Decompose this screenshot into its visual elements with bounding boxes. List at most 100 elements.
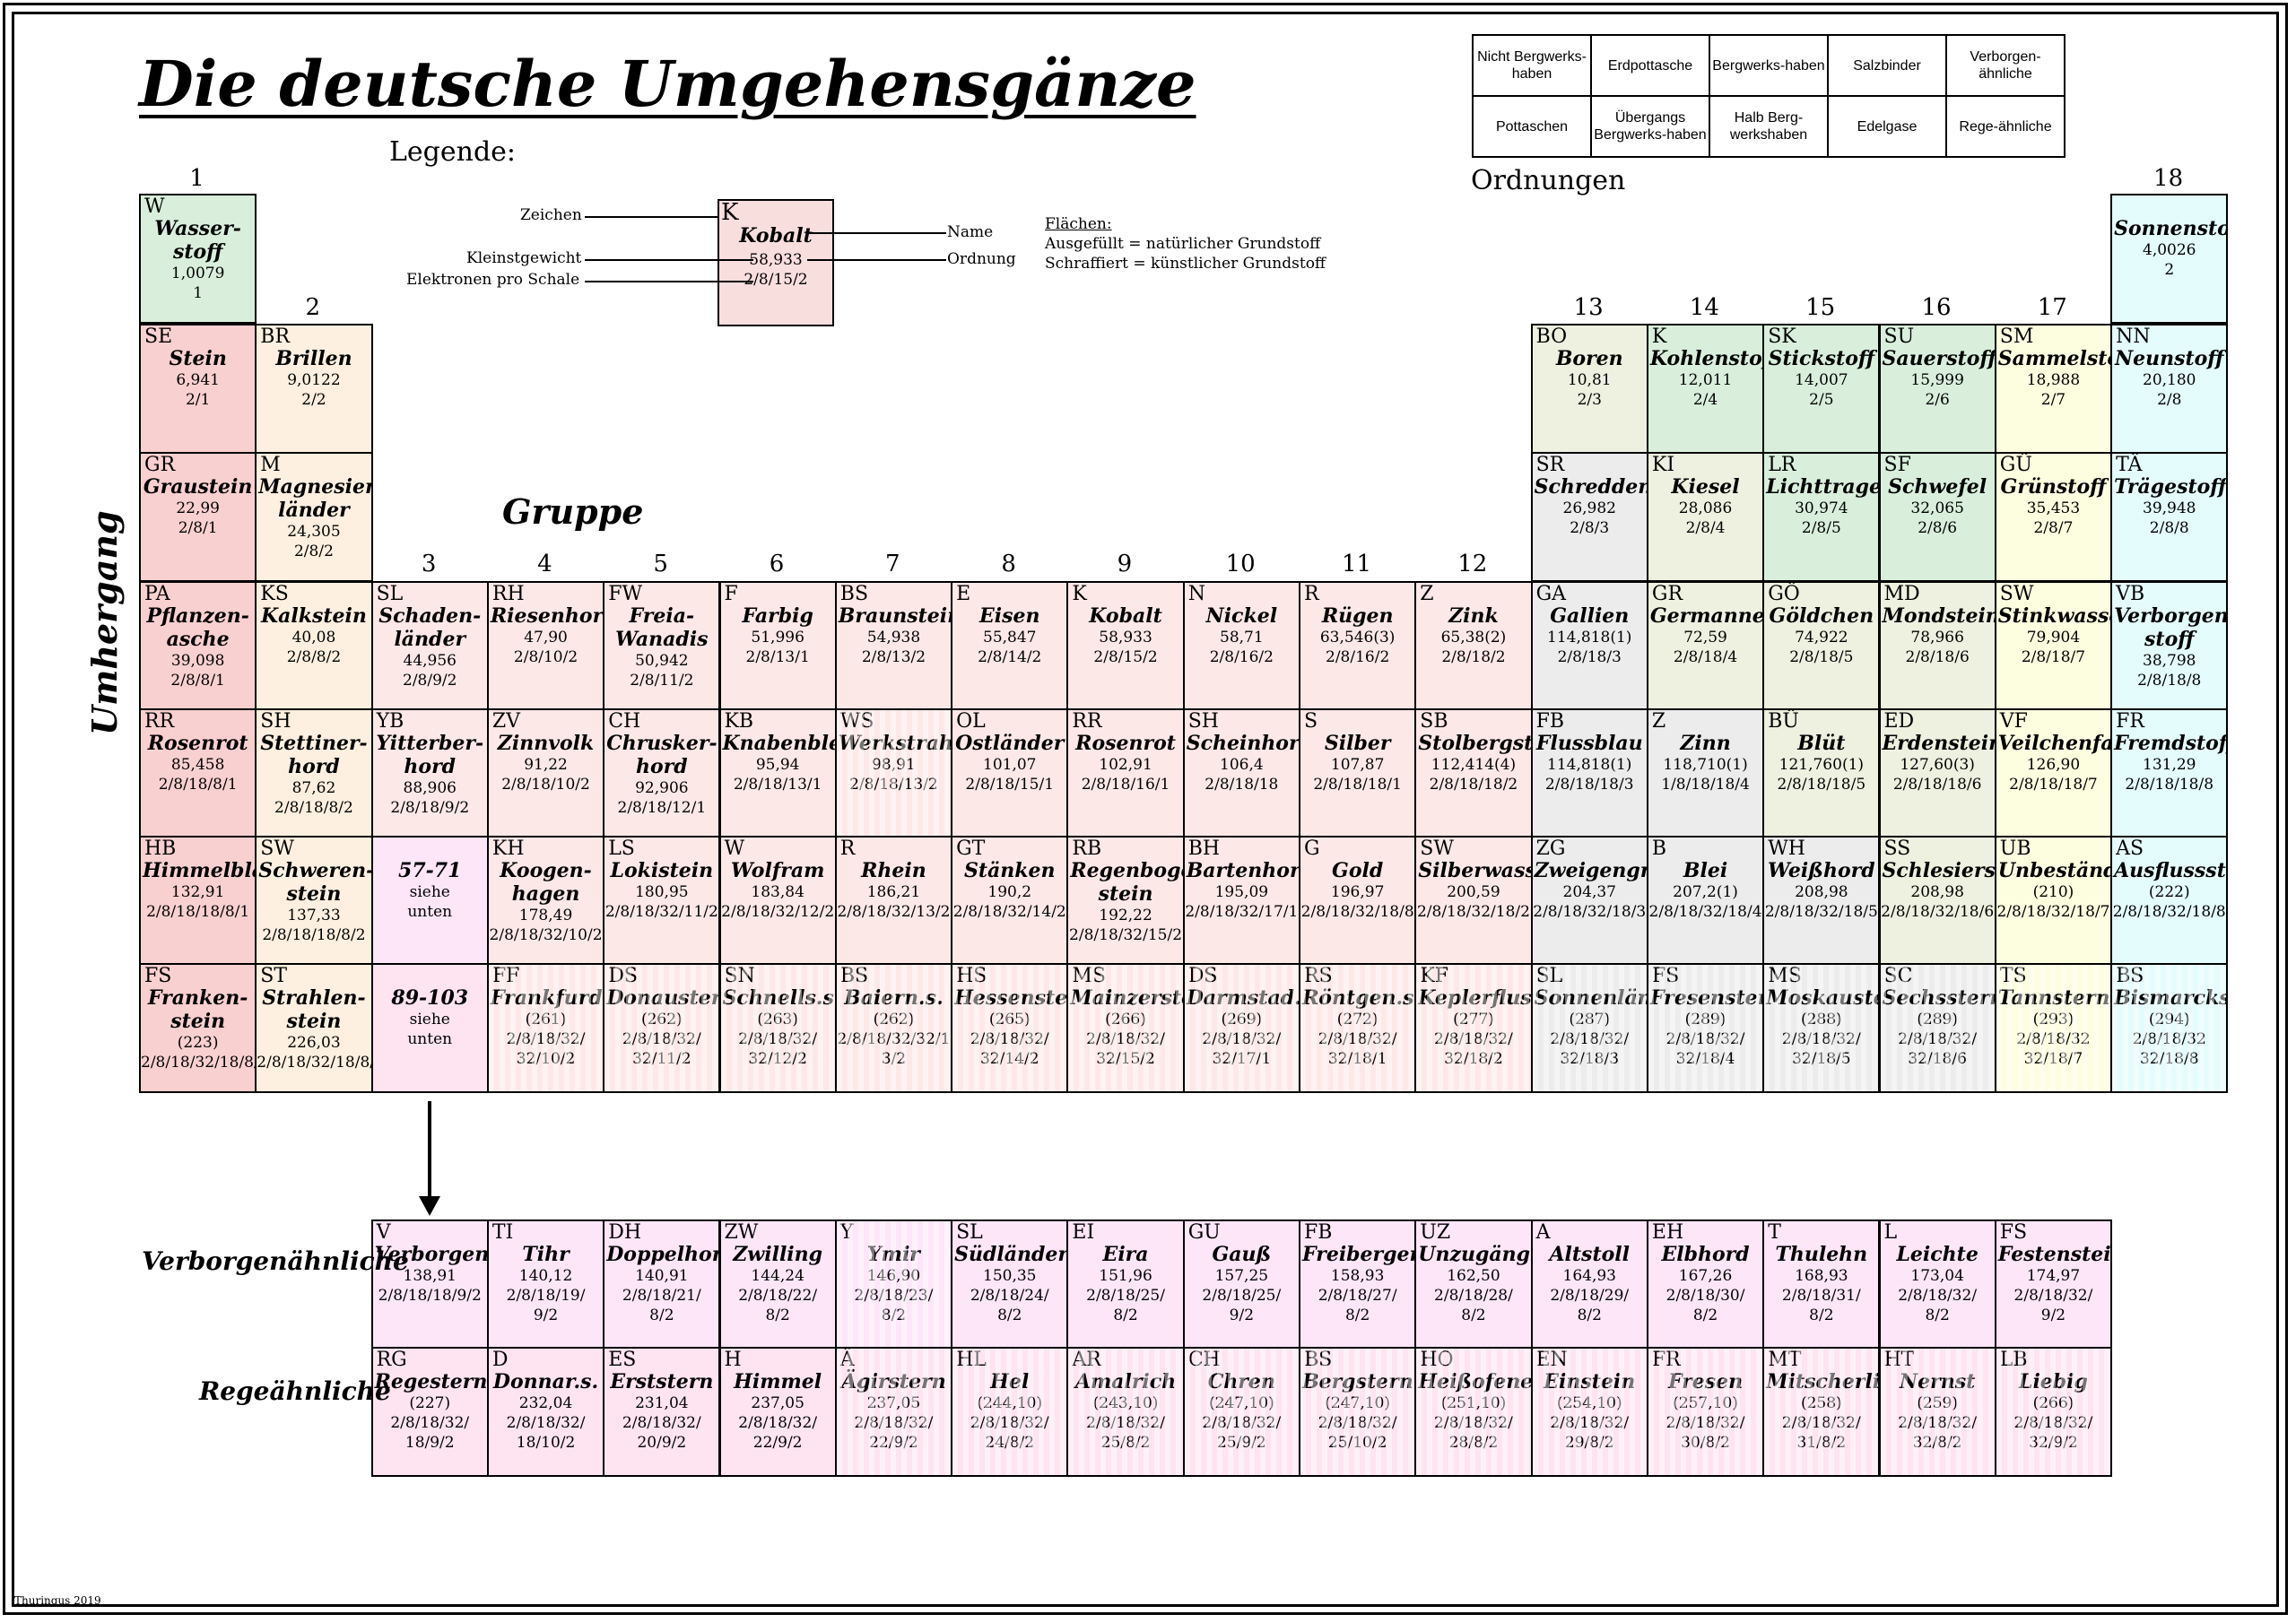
element-name: Stickstoff	[1768, 347, 1875, 370]
element-shells: 2/8/18/29/ 8/2	[1550, 1287, 1630, 1324]
element-shells: 2/8/18/32/18/4	[1648, 903, 1762, 921]
element-symbol: FS	[144, 965, 172, 987]
element-symbol: Y	[839, 1221, 854, 1244]
element-symbol: KB	[724, 710, 754, 733]
element-shells: 2/8/1	[178, 519, 218, 537]
element-weight: 47,90	[524, 629, 568, 647]
element-shells: 2/8/18/18/8	[2125, 776, 2214, 794]
element-shells: 2/8/18/3	[1557, 648, 1622, 666]
element-name: Schredden	[1534, 475, 1648, 499]
element-weight: (287)	[1569, 1011, 1611, 1028]
element-weight: 200,59	[1447, 883, 1500, 901]
element-symbol: MS	[1768, 965, 1802, 987]
element-symbol: RH	[491, 583, 525, 605]
element-symbol: KH	[491, 838, 525, 860]
element-name: Sonnenländer	[1534, 986, 1648, 1010]
element-name: Pflanzen-asche	[146, 604, 249, 651]
element-shells: 2/8/18/13/2	[849, 776, 938, 794]
element-shells: 2/8/18/32/ 32/9/2	[2013, 1414, 2093, 1452]
element-shells: 2/8/18/25/ 9/2	[1202, 1287, 1282, 1324]
element-name: Einstein	[1544, 1370, 1636, 1393]
element-name: Schnells.s.	[722, 986, 837, 1010]
element-cell: ZGZweigengrün204,372/8/18/32/18/3	[1530, 836, 1648, 966]
element-symbol: SW	[1420, 838, 1454, 860]
element-name: Silber	[1324, 732, 1391, 755]
element-symbol: RS	[1304, 965, 1333, 987]
element-shells: 2/8/18/32/ 32/18/2	[1434, 1030, 1513, 1068]
element-name: Tihr	[522, 1243, 570, 1266]
element-weight: 121,760(1)	[1779, 756, 1865, 774]
element-symbol: Z	[1651, 710, 1666, 733]
element-symbol: AS	[2116, 838, 2144, 860]
legend-sample-cell: K Kobalt 58,933 2/8/15/2	[718, 199, 834, 326]
element-symbol: YB	[376, 710, 404, 733]
element-shells: 2/8/18/16/1	[1081, 776, 1170, 794]
element-shells: 2/8/16/2	[1326, 648, 1390, 666]
element-shells: 2/8/18/32/15/2	[1069, 926, 1183, 944]
element-symbol: ST	[260, 965, 288, 987]
element-weight: (244,10)	[977, 1394, 1043, 1412]
element-symbol: SH	[1187, 710, 1219, 733]
element-weight: 174,97	[2026, 1267, 2081, 1285]
element-shells: 2/8/18/18/7	[2009, 776, 2098, 794]
group-number: 2	[305, 294, 321, 321]
element-weight: 180,95	[635, 883, 689, 901]
element-symbol: SL	[376, 583, 404, 605]
element-weight: (261)	[525, 1011, 567, 1028]
element-name: Stinkwasser	[1997, 604, 2110, 628]
element-name: Eisen	[978, 604, 1040, 628]
element-symbol: SF	[1883, 454, 1911, 476]
element-symbol: V	[376, 1221, 391, 1244]
element-weight: 32,065	[1910, 499, 1964, 517]
element-weight: 12,011	[1678, 371, 1733, 389]
element-name: Silberwasser	[1418, 859, 1530, 882]
element-cell: UBUnbeständig(210)2/8/18/32/18/7	[1994, 836, 2113, 966]
element-cell: BSBismarckstoff(294)2/8/18/32 32/18/8	[2110, 963, 2229, 1093]
element-shells: 2/8/18/8/2	[274, 799, 353, 817]
arrow-down-icon	[419, 1196, 440, 1216]
element-name: Hessenstern	[954, 986, 1068, 1010]
flaechen-ausgefuellt: Ausgefüllt = natürlicher Grundstoff	[1045, 235, 1321, 253]
element-shells: 2/8/18/22/ 8/2	[738, 1287, 818, 1324]
element-weight: 79,904	[2026, 629, 2081, 647]
element-name: Werkstrahl	[838, 732, 953, 755]
element-weight: siehe	[409, 883, 450, 901]
element-shells: 2/8/18/32/ 32/14/2	[970, 1030, 1049, 1068]
element-name: Germannen	[1649, 604, 1765, 628]
element-weight: 101,07	[983, 756, 1037, 774]
element-name: Gallien	[1550, 604, 1630, 628]
element-symbol: NN	[2116, 325, 2151, 348]
element-weight: 131,29	[2143, 756, 2196, 774]
element-shells: 2/8/18/32/ 31/8/2	[1781, 1414, 1861, 1452]
element-name: Zink	[1448, 604, 1499, 628]
element-shells: 2/1	[185, 391, 211, 409]
element-name: Trägestoff	[2114, 475, 2227, 499]
element-weight: 183,84	[751, 883, 804, 901]
element-name: Keplerfluss	[1418, 986, 1533, 1010]
element-symbol: CH	[608, 710, 641, 733]
element-shells: 2/8/18/32/13/2	[837, 903, 951, 921]
element-symbol: W	[724, 838, 745, 860]
element-name: Kiesel	[1671, 475, 1740, 499]
element-weight: 18,988	[2026, 371, 2081, 389]
element-symbol: TI	[491, 1221, 514, 1244]
element-name: Rosenrot	[147, 732, 248, 755]
